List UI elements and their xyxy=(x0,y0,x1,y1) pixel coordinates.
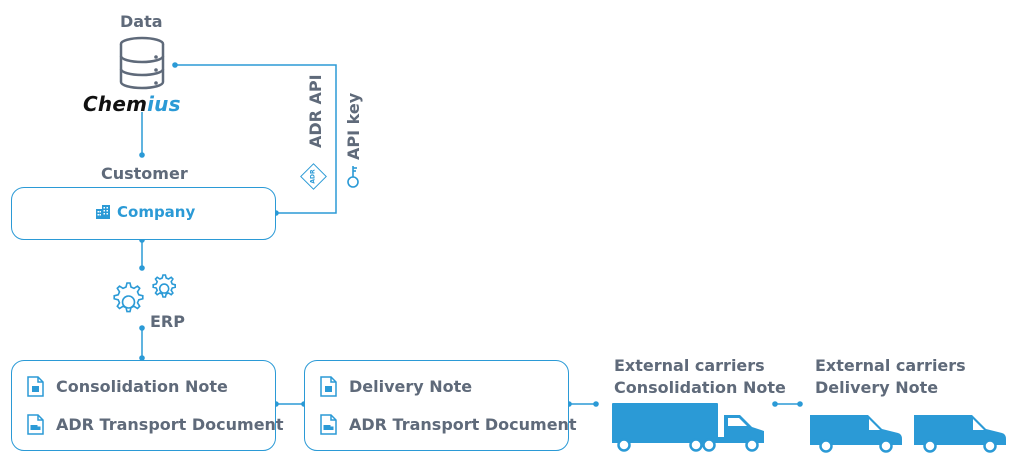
list-item: ADR Transport Document xyxy=(320,414,577,435)
carriers-delivery-label: External carriers Delivery Note xyxy=(815,356,966,397)
building-icon xyxy=(96,205,110,219)
middle-documents-box xyxy=(304,360,569,451)
van-icon xyxy=(810,415,902,453)
semi-truck-icon xyxy=(612,403,764,452)
document-icon xyxy=(320,376,337,397)
list-item-label: Consolidation Note xyxy=(56,377,228,396)
list-item-label: Delivery Note xyxy=(349,377,473,396)
company-row: Company xyxy=(95,203,195,221)
truck-document-icon xyxy=(320,414,337,435)
list-item-label: ADR Transport Document xyxy=(56,415,284,434)
list-item: Consolidation Note xyxy=(27,376,228,397)
data-label: Data xyxy=(120,12,163,31)
adr-diamond-icon: ADR xyxy=(300,163,327,190)
company-label: Company xyxy=(117,203,196,221)
list-item-label: ADR Transport Document xyxy=(349,415,577,434)
van-icon xyxy=(914,415,1006,453)
adr-api-label: ADR API xyxy=(306,74,325,148)
customer-label: Customer xyxy=(101,164,188,183)
gears-icon xyxy=(113,274,176,313)
api-key-label: API key xyxy=(344,92,363,160)
list-item: Delivery Note xyxy=(320,376,472,397)
company-box xyxy=(11,187,276,240)
carriers-consolidation-label: External carriers Consolidation Note xyxy=(614,356,786,397)
list-item: ADR Transport Document xyxy=(27,414,284,435)
left-documents-box xyxy=(11,360,276,451)
document-icon xyxy=(27,376,44,397)
database-icon xyxy=(119,36,165,90)
erp-label: ERP xyxy=(150,312,185,331)
truck-document-icon xyxy=(27,414,44,435)
chemius-logo: Chemius xyxy=(83,92,181,116)
key-icon xyxy=(347,166,359,188)
